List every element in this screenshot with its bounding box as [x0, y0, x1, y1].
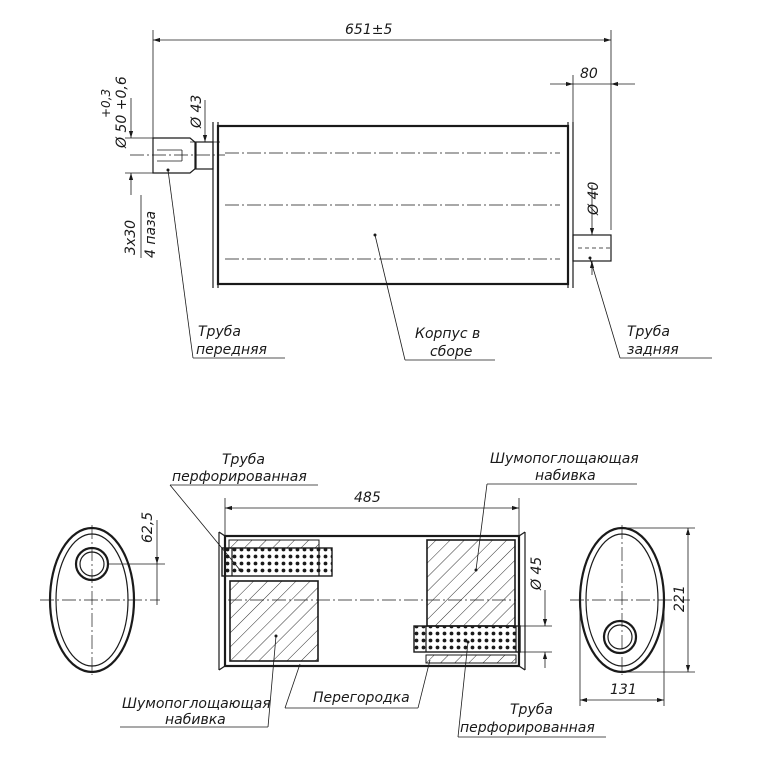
dim-height-text: 221 — [672, 585, 688, 612]
dim-width-text: 131 — [610, 682, 637, 698]
packing-left — [229, 580, 319, 662]
muffler-body-section — [218, 531, 526, 671]
label-rear-pipe-2: задняя — [627, 342, 679, 358]
dim-rear-offset-text: 80 — [580, 66, 598, 82]
label-body-1: Корпус в — [415, 326, 480, 342]
left-end-view: 62,5 — [40, 512, 165, 675]
dim-front-inner: Ø 43 — [189, 95, 205, 129]
label-perf-top-2: перфорированная — [172, 469, 307, 485]
leader-packing-bottom: Шумопоглощающая набивка — [120, 634, 278, 728]
dim-length-text: 485 — [354, 490, 381, 506]
dimension-front-pipe: +0,3 Ø 50 +0,6 Ø 43 3x30 4 паза — [99, 76, 220, 258]
dim-overall-text: 651±5 — [345, 22, 392, 38]
partition-bottom-right — [425, 654, 517, 664]
label-front-pipe-2: передняя — [196, 342, 267, 358]
slot-count: 4 паза — [143, 211, 159, 258]
top-view: 651±5 80 — [99, 22, 712, 361]
leader-body: Корпус в сборе — [373, 233, 495, 361]
dim-front-tol-upper: +0,3 — [99, 89, 113, 118]
label-packing-bottom-2: набивка — [165, 712, 226, 728]
bottom-view: 62,5 485 — [40, 451, 695, 738]
rear-pipe-side: Ø 40 — [572, 182, 612, 275]
label-packing-top-1: Шумопоглощающая — [490, 451, 639, 467]
label-body-2: сборе — [430, 344, 472, 360]
dim-pipe-dia-text: Ø 45 — [529, 557, 545, 591]
slot-size: 3x30 — [123, 220, 139, 255]
label-perf-top-1: Труба — [222, 452, 265, 468]
dimension-pipe-dia: Ø 45 — [520, 557, 552, 668]
leader-perf-pipe-top: Труба перфорированная — [169, 452, 318, 572]
partition-top-left — [228, 539, 320, 549]
leader-perf-pipe-bottom: Труба перфорированная — [457, 640, 606, 738]
dim-offset-text: 62,5 — [140, 512, 156, 543]
right-end-view: 221 131 — [570, 525, 695, 706]
label-front-pipe-1: Труба — [198, 324, 241, 340]
dimension-overall-length: 651±5 — [152, 22, 612, 230]
label-packing-top-2: набивка — [535, 468, 596, 484]
leader-rear-pipe: Труба задняя — [588, 256, 712, 359]
label-rear-pipe-1: Труба — [627, 324, 670, 340]
label-partition: Перегородка — [313, 690, 410, 706]
label-packing-bottom-1: Шумопоглощающая — [122, 696, 271, 712]
dim-front-tol-lower: Ø 50 +0,6 — [114, 76, 130, 149]
dimension-body-length: 485 — [224, 490, 520, 535]
dimension-rear-offset: 80 — [550, 66, 635, 125]
muffler-body-side — [212, 122, 574, 288]
label-perf-bottom-2: перфорированная — [460, 720, 595, 736]
leader-partition: Перегородка — [284, 659, 431, 709]
packing-right — [426, 539, 516, 627]
perforated-pipe-top — [221, 547, 333, 577]
front-pipe-side — [130, 137, 225, 174]
label-perf-bottom-1: Труба — [510, 702, 553, 718]
dim-rear-dia: Ø 40 — [586, 182, 602, 216]
leader-packing-top: Шумопоглощающая набивка — [474, 451, 639, 572]
leader-front-pipe: Труба передняя — [166, 168, 285, 359]
